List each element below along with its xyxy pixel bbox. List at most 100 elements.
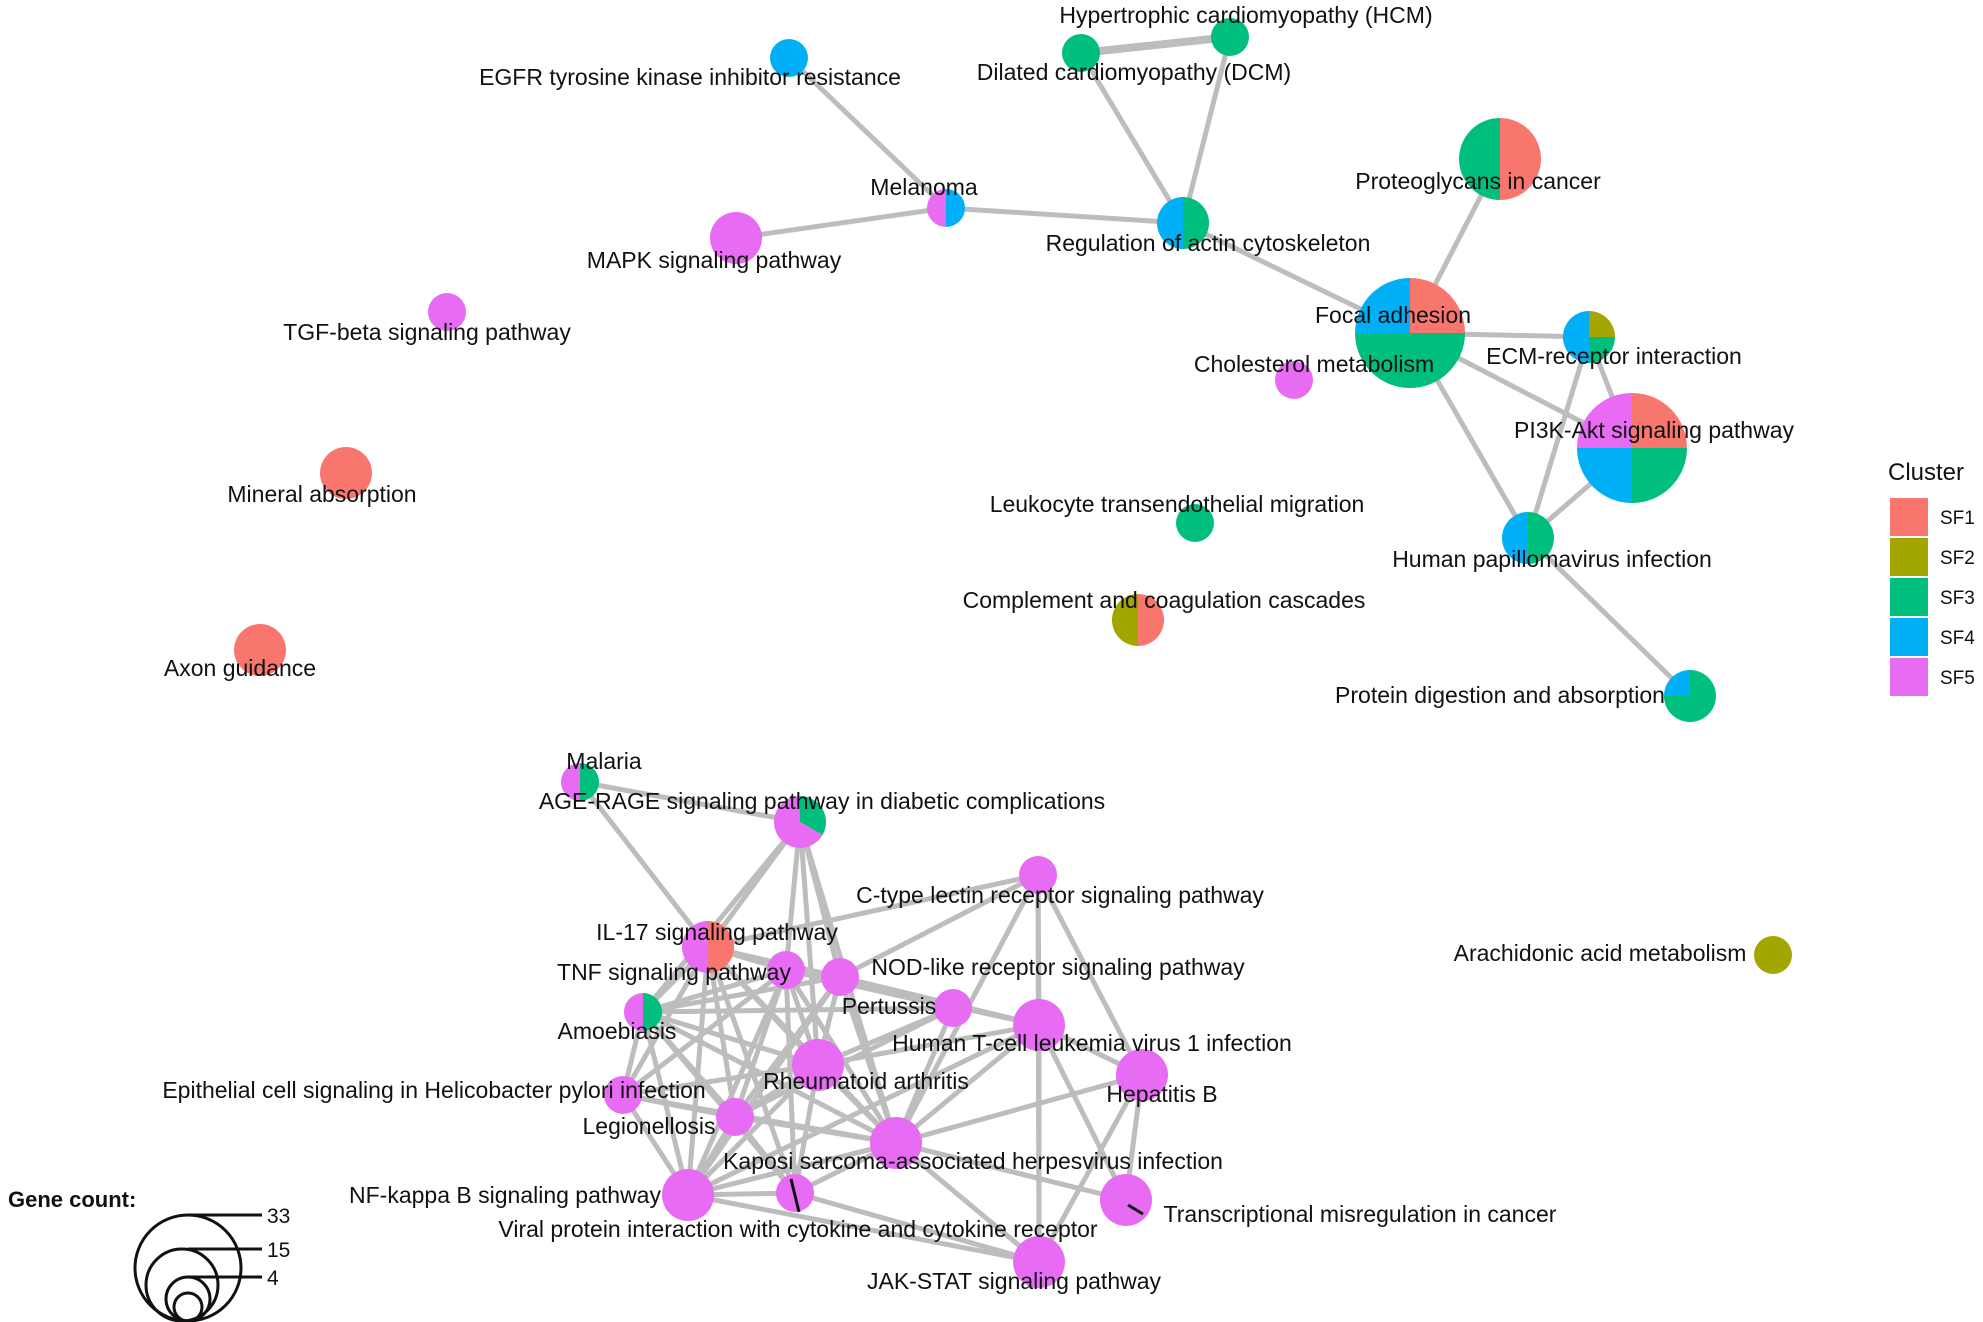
node-hpv[interactable] bbox=[1502, 512, 1554, 564]
edge-htlv-kaposi bbox=[893, 1022, 1042, 1146]
labels-layer: Hypertrophic cardiomyopathy (HCM) Dilated… bbox=[162, 2, 1794, 1294]
node-nod[interactable] bbox=[821, 958, 859, 996]
node-hepb[interactable] bbox=[1116, 1049, 1168, 1101]
node-ecm[interactable] bbox=[1563, 311, 1615, 363]
node-ctype[interactable] bbox=[1019, 856, 1057, 894]
edge-htlv-ra bbox=[815, 1022, 1042, 1068]
node-melanoma[interactable] bbox=[927, 189, 965, 227]
node-label-cholesterol: Cholesterol metabolism bbox=[1194, 351, 1434, 377]
node-pi3k[interactable] bbox=[1577, 393, 1687, 503]
node-label-protein: Protein digestion and absorption bbox=[1335, 682, 1665, 708]
node-tnf[interactable] bbox=[767, 951, 805, 989]
node-htlv[interactable] bbox=[1013, 999, 1065, 1051]
edge-melanoma-actin bbox=[943, 205, 1186, 226]
pie-slice-SF2 bbox=[1754, 936, 1792, 974]
pie-slice-SF3 bbox=[580, 763, 599, 801]
node-protein[interactable] bbox=[1664, 670, 1716, 722]
node-amoebiasis[interactable] bbox=[624, 993, 662, 1031]
edge-amoebiasis-kaposi bbox=[640, 1009, 899, 1146]
edge-kaposi-jakstat bbox=[893, 1140, 1042, 1265]
node-mapk[interactable] bbox=[710, 212, 762, 264]
node-label-il17: IL-17 signaling pathway bbox=[596, 919, 838, 945]
node-helico[interactable] bbox=[604, 1076, 642, 1114]
pie-slice-SF1 bbox=[708, 921, 734, 973]
node-label-nod: NOD-like receptor signaling pathway bbox=[871, 954, 1245, 980]
node-label-viral: Viral protein interaction with cytokine … bbox=[498, 1216, 1098, 1242]
node-label-ra: Rheumatoid arthritis bbox=[763, 1068, 969, 1094]
node-cholesterol[interactable] bbox=[1275, 361, 1313, 399]
node-label-arachidonic: Arachidonic acid metabolism bbox=[1454, 940, 1747, 966]
node-jakstat[interactable] bbox=[1013, 1236, 1065, 1288]
node-dcm[interactable] bbox=[1062, 34, 1100, 72]
node-label-dcm: Dilated cardiomyopathy (DCM) bbox=[977, 59, 1291, 85]
node-label-ecm: ECM-receptor interaction bbox=[1486, 343, 1742, 369]
node-label-tnf: TNF signaling pathway bbox=[557, 959, 791, 985]
node-label-agerage: AGE-RAGE signaling pathway in diabetic c… bbox=[539, 788, 1105, 814]
pie-slice-SF5 bbox=[428, 293, 466, 331]
legend-swatch-SF5 bbox=[1890, 658, 1928, 696]
node-hcm[interactable] bbox=[1211, 18, 1249, 56]
pie-slice-SF1 bbox=[1410, 278, 1465, 333]
edge-egfr-melanoma bbox=[786, 55, 949, 211]
size-legend-tick-label: 4 bbox=[267, 1267, 279, 1290]
pie-slice-SF4 bbox=[1157, 197, 1183, 249]
pie-slice-SF5 bbox=[1100, 1174, 1152, 1226]
node-ra[interactable] bbox=[792, 1039, 844, 1091]
pie-slice-SF4 bbox=[1577, 448, 1632, 503]
edge-ra-nfkb bbox=[685, 1062, 821, 1198]
node-il17[interactable] bbox=[682, 921, 734, 973]
edge-hepb-jakstat bbox=[1036, 1072, 1145, 1265]
node-complement[interactable] bbox=[1112, 594, 1164, 646]
node-arachidonic[interactable] bbox=[1754, 936, 1792, 974]
pie-slice-SF5 bbox=[716, 1098, 754, 1136]
node-kaposi[interactable] bbox=[870, 1117, 922, 1169]
pie-slice-SF3 bbox=[1589, 337, 1615, 363]
node-malaria[interactable] bbox=[561, 763, 599, 801]
legend-label-SF2: SF2 bbox=[1940, 548, 1975, 569]
node-focal[interactable] bbox=[1355, 278, 1465, 388]
node-legion[interactable] bbox=[716, 1098, 754, 1136]
node-agerage[interactable] bbox=[774, 796, 827, 848]
pie-slice-SF1 bbox=[320, 447, 372, 499]
pie-slice-SF5 bbox=[1275, 361, 1313, 399]
edge-kaposi-nfkb bbox=[685, 1140, 899, 1198]
node-proteoglycans[interactable] bbox=[1459, 118, 1541, 200]
edge-ctype-il17 bbox=[705, 872, 1041, 950]
pie-slice-SF5 bbox=[870, 1117, 922, 1169]
edge-agerage-amoebiasis bbox=[640, 819, 803, 1015]
node-pertussis[interactable] bbox=[934, 989, 972, 1027]
pie-slice-SF5 bbox=[1019, 856, 1057, 894]
node-actin[interactable] bbox=[1157, 197, 1209, 249]
node-leukocyte[interactable] bbox=[1176, 504, 1214, 542]
node-label-hepb: Hepatitis B bbox=[1106, 1081, 1217, 1107]
edge-agerage-nod bbox=[797, 819, 843, 980]
gene-count-legend-title: Gene count: bbox=[8, 1187, 136, 1212]
node-transcr[interactable] bbox=[1100, 1174, 1152, 1226]
edge-hcm-actin bbox=[1180, 34, 1233, 226]
pie-slice-SF4 bbox=[1664, 670, 1690, 696]
cluster-legend-title: Cluster bbox=[1888, 459, 1964, 486]
node-label-leukocyte: Leukocyte transendothelial migration bbox=[990, 491, 1365, 517]
pie-slice-SF5 bbox=[1116, 1049, 1168, 1101]
node-label-htlv: Human T-cell leukemia virus 1 infection bbox=[892, 1030, 1292, 1056]
legend-swatch-SF2 bbox=[1890, 538, 1928, 576]
edge-nfkb-jakstat bbox=[685, 1192, 1042, 1265]
node-axon[interactable] bbox=[234, 624, 286, 676]
node-egfr[interactable] bbox=[770, 39, 808, 77]
node-nfkb[interactable] bbox=[662, 1169, 714, 1221]
pie-slice-SF5 bbox=[1577, 393, 1632, 448]
node-label-hcm: Hypertrophic cardiomyopathy (HCM) bbox=[1059, 2, 1432, 28]
node-tgf[interactable] bbox=[428, 293, 466, 331]
node-mineral[interactable] bbox=[320, 447, 372, 499]
node-label-mapk: MAPK signaling pathway bbox=[587, 247, 842, 273]
pie-slice-SF1 bbox=[1138, 594, 1164, 646]
legend-swatch-SF1 bbox=[1890, 498, 1928, 536]
pie-slice-SF3 bbox=[1176, 504, 1214, 542]
pie-slice-SF2 bbox=[1589, 311, 1615, 337]
legend-swatch-SF4 bbox=[1890, 618, 1928, 656]
edge-hpv-protein bbox=[1525, 535, 1693, 699]
edge-kaposi-transcr bbox=[893, 1140, 1129, 1203]
edge-htlv-transcr bbox=[1036, 1022, 1129, 1203]
edge-amoebiasis-ra bbox=[640, 1009, 821, 1068]
